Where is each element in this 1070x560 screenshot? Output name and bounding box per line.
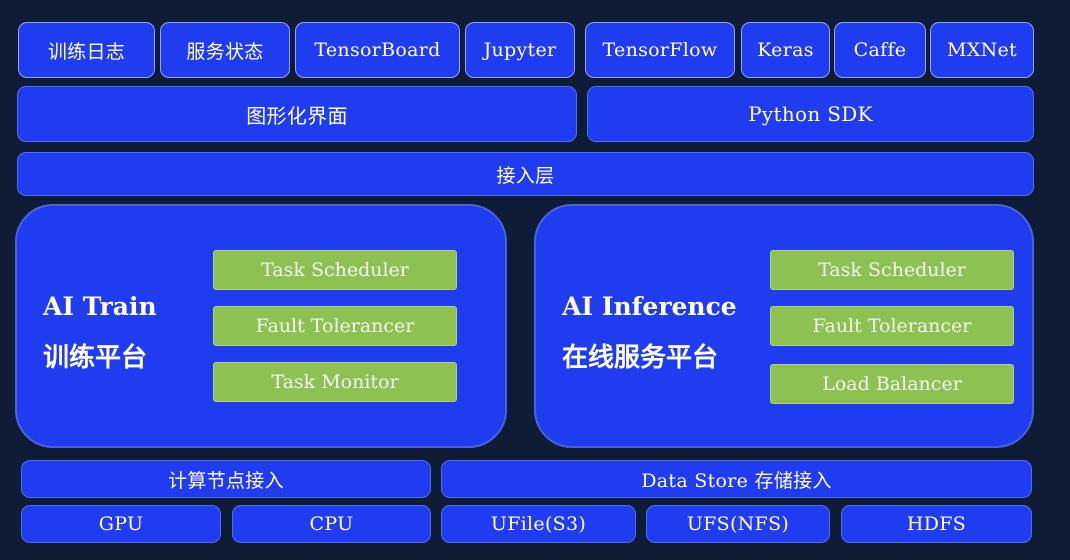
inference-load-balancer: Load Balancer [770,364,1014,404]
top-item-keras: Keras [741,22,830,78]
top-item-tensorboard: TensorBoard [295,22,460,78]
gui-layer: 图形化界面 [17,86,577,142]
top-item-jupyter: Jupyter [465,22,575,78]
train-task-scheduler: Task Scheduler [213,250,457,290]
top-item-service-status: 服务状态 [160,22,290,78]
train-task-monitor: Task Monitor [213,362,457,402]
compute-node-access: 计算节点接入 [21,460,431,498]
node-cpu: CPU [232,505,431,543]
ai-inference-title-cn: 在线服务平台 [562,343,719,373]
top-item-tensorflow: TensorFlow [585,22,735,78]
python-sdk-layer: Python SDK [587,86,1034,142]
top-item-caffe: Caffe [834,22,926,78]
node-gpu: GPU [21,505,221,543]
data-store-access: Data Store 存储接入 [441,460,1032,498]
access-layer: 接入层 [17,152,1034,196]
top-item-training-log: 训练日志 [18,22,155,78]
ai-train-title-en: AI Train [43,292,157,321]
ai-train-title-cn: 训练平台 [43,343,148,373]
ai-inference-panel: AI Inference 在线服务平台 Task Scheduler Fault… [534,204,1034,448]
storage-hdfs: HDFS [841,505,1032,543]
storage-ufile: UFile(S3) [441,505,636,543]
storage-ufs: UFS(NFS) [646,505,830,543]
ai-inference-title: AI Inference 在线服务平台 [562,292,737,374]
ai-inference-title-en: AI Inference [562,292,737,321]
ai-train-title: AI Train 训练平台 [43,292,157,374]
top-item-mxnet: MXNet [930,22,1034,78]
inference-fault-tolerancer: Fault Tolerancer [770,306,1014,346]
inference-task-scheduler: Task Scheduler [770,250,1014,290]
ai-train-panel: AI Train 训练平台 Task Scheduler Fault Toler… [15,204,507,448]
train-fault-tolerancer: Fault Tolerancer [213,306,457,346]
